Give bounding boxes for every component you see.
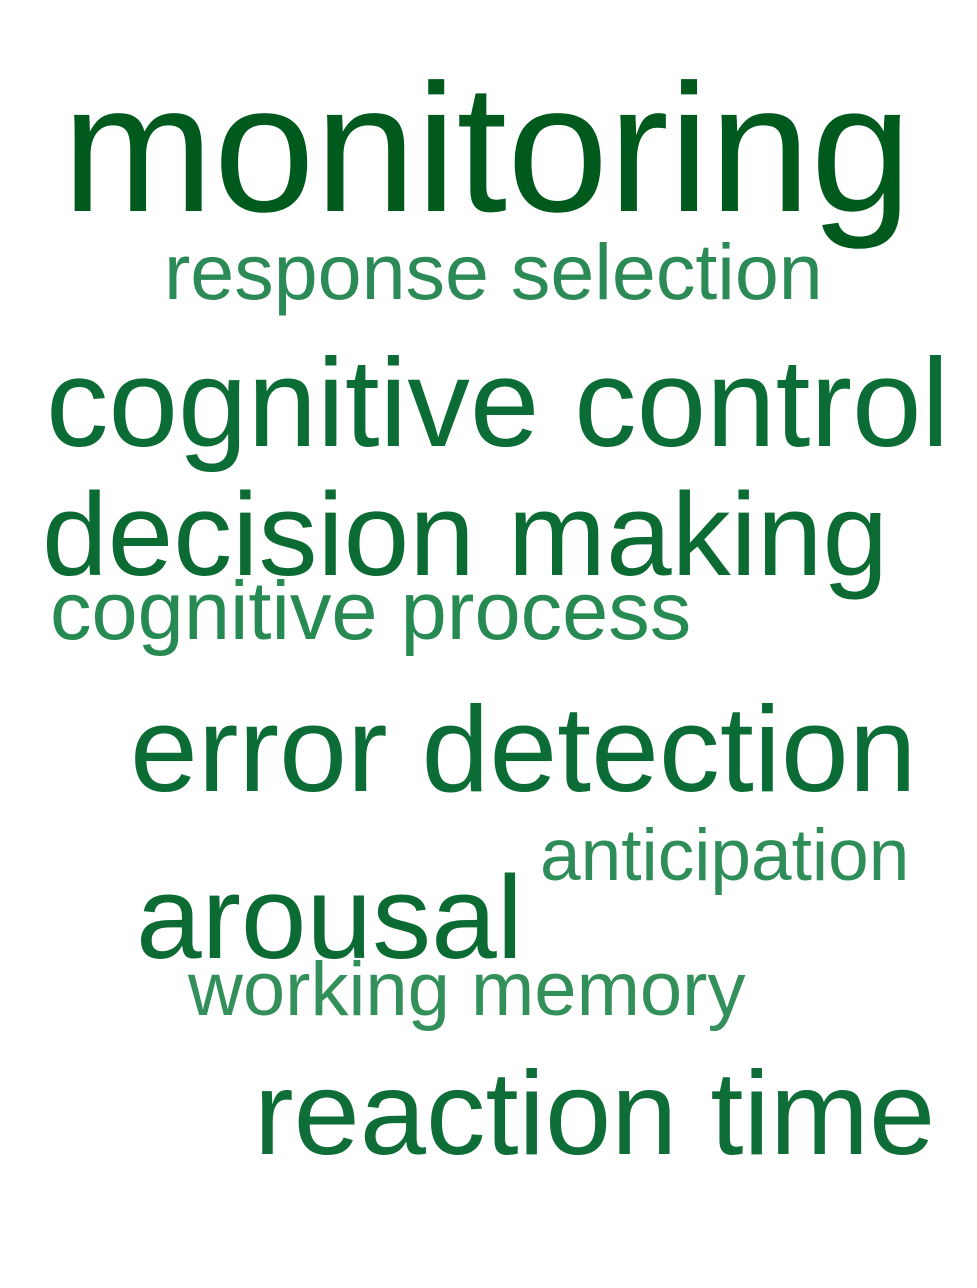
word-arousal: arousal: [136, 852, 524, 984]
word-response-selection: response selection: [164, 227, 823, 316]
word-cognitive-process: cognitive process: [50, 564, 692, 657]
word-reaction-time: reaction time: [254, 1047, 936, 1180]
word-anticipation: anticipation: [540, 815, 910, 896]
word-decision-making: decision making: [42, 469, 889, 601]
word-error-detection: error detection: [130, 681, 917, 817]
word-cognitive-control: cognitive control: [46, 334, 950, 473]
word-working-memory: working memory: [188, 947, 746, 1032]
word-monitoring: monitoring: [62, 46, 912, 250]
